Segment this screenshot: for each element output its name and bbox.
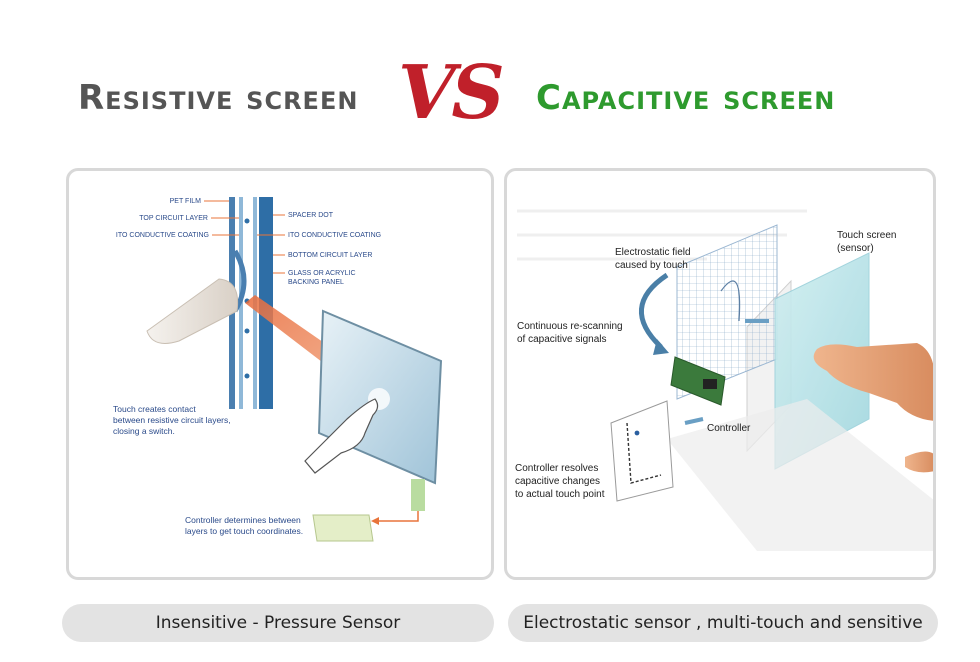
controller-note-line2: layers to get touch coordinates. [185, 526, 303, 536]
touch-note-line2: between resistive circuit layers, [113, 415, 231, 425]
resolves-label-line3: to actual touch point [515, 489, 605, 500]
field-label-line2: caused by touch [615, 260, 688, 271]
background-stripes [517, 209, 807, 261]
rescan-label-line1: Continuous re-scanning [517, 321, 623, 332]
hand-illustration [813, 343, 933, 421]
controller-chip [703, 379, 717, 389]
pet-film-label: PET FILM [170, 198, 202, 205]
resolves-label-line2: capacitive changes [515, 476, 600, 487]
touch-note-line1: Touch creates contact [113, 404, 196, 414]
field-distortion [720, 280, 741, 322]
spacer-dot-label: SPACER DOT [288, 212, 334, 219]
resistive-title: Resistive screen [78, 78, 359, 118]
controller-board [670, 356, 726, 406]
thumb-illustration [905, 451, 933, 473]
spacer-dot [244, 218, 250, 224]
spacer-dot [244, 373, 250, 379]
capacitive-diagram: Electrostatic field caused by touch Touc… [515, 209, 933, 551]
hand-illustration [304, 398, 379, 474]
leader-lines [204, 200, 285, 274]
capacitive-caption: Electrostatic sensor , multi-touch and s… [508, 604, 938, 642]
top-circuit-label: TOP CIRCUIT LAYER [139, 215, 208, 222]
ito-left-label: ITO CONDUCTIVE COATING [116, 232, 209, 239]
controller-note-line1: Controller determines between [185, 515, 301, 525]
controller-arrowhead [371, 517, 379, 525]
controller-output-arrow [684, 417, 704, 425]
field-label-line1: Electrostatic field [615, 247, 691, 258]
coordinate-plane [610, 400, 674, 502]
sensor-label-line1: Touch screen [837, 230, 896, 241]
rescan-label-line2: of capacitive signals [517, 334, 607, 345]
resolves-label-line1: Controller resolves [515, 463, 598, 474]
finger-illustration [146, 278, 239, 344]
drop-shadow [667, 399, 933, 551]
controller-board [312, 514, 374, 542]
touch-coordinate-point [634, 430, 640, 436]
spacer-dot [244, 328, 250, 334]
touch-note-line3: closing a switch. [113, 426, 175, 436]
comparison-title: Resistive screen VS Capacitive screen [0, 50, 980, 148]
coordinate-axes [626, 422, 662, 484]
bottom-circuit-label: BOTTOM CIRCUIT LAYER [288, 252, 372, 259]
resistive-diagram-panel: PET FILM TOP CIRCUIT LAYER ITO CONDUCTIV… [66, 168, 494, 580]
capacitive-title: Capacitive screen [536, 78, 836, 118]
controller-arrow [379, 511, 419, 522]
glass-label-line2: BACKING PANEL [288, 279, 344, 286]
resistive-caption: Insensitive - Pressure Sensor [62, 604, 494, 642]
controller-label: Controller [707, 423, 751, 434]
capacitive-diagram-panel: Electrostatic field caused by touch Touc… [504, 168, 936, 580]
ribbon-cable [411, 479, 425, 511]
sensor-label-line2: (sensor) [837, 243, 874, 254]
rescan-arrow [638, 272, 669, 349]
resistive-diagram: PET FILM TOP CIRCUIT LAYER ITO CONDUCTIV… [113, 197, 443, 542]
glass-label-line1: GLASS OR ACRYLIC [288, 270, 356, 277]
vs-title: VS [398, 50, 505, 136]
rescan-arrowhead [653, 339, 669, 355]
ito-right-label: ITO CONDUCTIVE COATING [288, 232, 381, 239]
